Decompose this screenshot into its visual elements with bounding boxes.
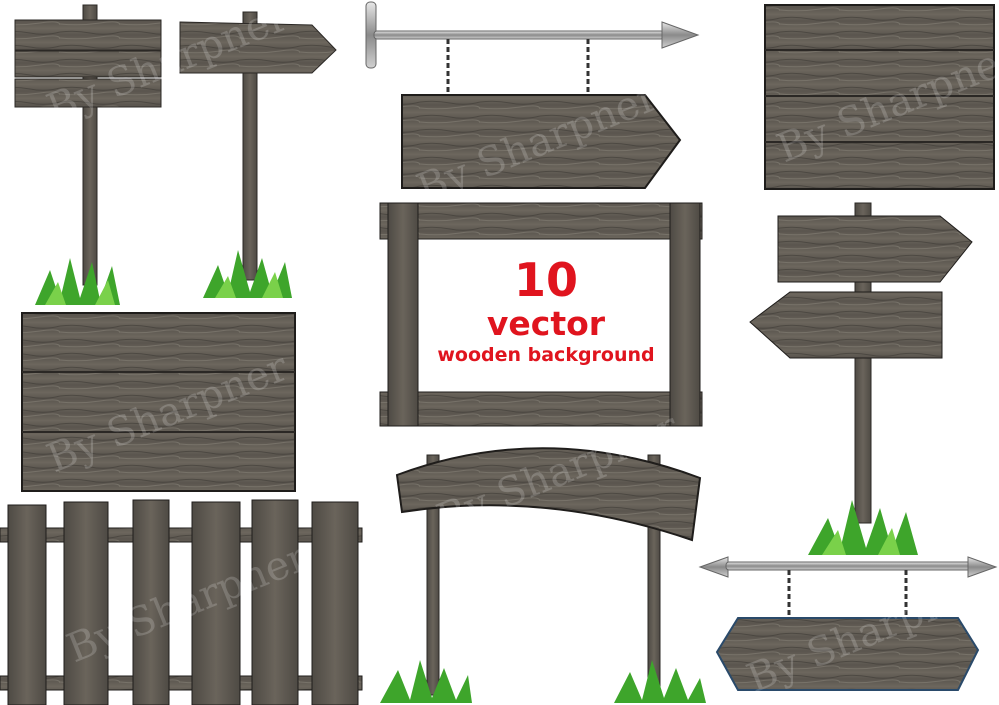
grass-tuft xyxy=(35,258,120,305)
large-board xyxy=(21,312,296,492)
square-board xyxy=(764,4,995,190)
caption-line1: vector xyxy=(486,304,606,343)
caption: 10 vector wooden background xyxy=(418,255,674,367)
grass-tuft xyxy=(808,500,918,555)
signpost-two-planks xyxy=(14,4,162,305)
hanging-hexagon-sign xyxy=(698,556,998,691)
signpost-arrow xyxy=(179,11,337,298)
wooden-frame xyxy=(379,202,703,427)
grass-tuft xyxy=(203,250,292,298)
arched-sign xyxy=(380,447,706,703)
grass-tuft xyxy=(380,660,706,703)
picket-fence xyxy=(0,499,363,705)
signpost-double-arrow xyxy=(749,202,973,555)
caption-number: 10 xyxy=(513,253,578,307)
caption-line2: wooden background xyxy=(437,344,655,366)
hanging-arrow-sign xyxy=(365,1,700,189)
